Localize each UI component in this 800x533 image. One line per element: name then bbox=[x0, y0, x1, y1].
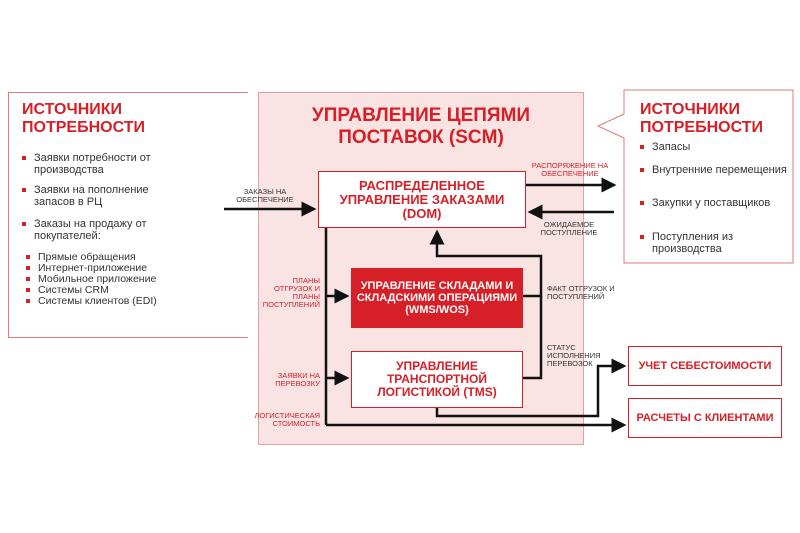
left-source-item: Заявки на пополнение запасов в РЦ bbox=[22, 184, 172, 208]
label-plans-shipments: ПЛАНЫ ОТГРУЗОК И ПЛАНЫ ПОСТУПЛЕНИЙ bbox=[262, 276, 320, 309]
wms-label: УПРАВЛЕНИЕ СКЛАДАМИ И СКЛАДСКИМИ ОПЕРАЦИ… bbox=[356, 280, 518, 316]
bullet-icon bbox=[640, 201, 644, 205]
arrow-to-cost bbox=[435, 358, 627, 418]
bullet-icon bbox=[640, 168, 644, 172]
bullet-icon bbox=[26, 288, 30, 292]
bullet-icon bbox=[22, 156, 26, 160]
label-dispatch-supply: РАСПОРЯЖЕНИЕ НА ОБЕСПЕЧЕНИЕ bbox=[531, 161, 609, 178]
tms-box: УПРАВЛЕНИЕ ТРАНСПОРТНОЙ ЛОГИСТИКОЙ (TMS) bbox=[351, 351, 523, 408]
left-source-subitem: Интернет-приложение bbox=[26, 263, 176, 274]
bullet-icon bbox=[22, 188, 26, 192]
right-source-item: Запасы bbox=[640, 141, 790, 153]
arrow-fact-shipments bbox=[429, 229, 543, 298]
left-sources-title: ИСТОЧНИКИ ПОТРЕБНОСТИ bbox=[22, 101, 145, 136]
bullet-icon bbox=[640, 145, 644, 149]
left-source-subitem: Прямые обращения bbox=[26, 252, 176, 263]
bullet-icon bbox=[640, 235, 644, 239]
cost-accounting-label: УЧЕТ СЕБЕСТОИМОСТИ bbox=[638, 360, 772, 372]
left-source-subitem: Системы CRM bbox=[26, 285, 176, 296]
wms-box: УПРАВЛЕНИЕ СКЛАДАМИ И СКЛАДСКИМИ ОПЕРАЦИ… bbox=[351, 268, 523, 328]
label-fact-shipments: ФАКТ ОТГРУЗОК И ПОСТУПЛЕНИЙ bbox=[547, 284, 615, 301]
left-source-subitem: Системы клиентов (EDI) bbox=[26, 296, 176, 307]
dom-box: РАСПРЕДЕЛЕННОЕ УПРАВЛЕНИЕ ЗАКАЗАМИ (DOM) bbox=[318, 171, 526, 228]
right-source-item: Закупки у поставщиков bbox=[640, 197, 790, 209]
left-source-item: Заказы на продажу от покупателей: bbox=[22, 218, 172, 242]
tms-label: УПРАВЛЕНИЕ ТРАНСПОРТНОЙ ЛОГИСТИКОЙ (TMS) bbox=[377, 359, 497, 399]
bullet-icon bbox=[26, 299, 30, 303]
label-logistic-cost: ЛОГИСТИЧЕСКАЯ СТОИМОСТЬ bbox=[254, 411, 320, 428]
client-settlements-box: РАСЧЕТЫ С КЛИЕНТАМИ bbox=[628, 398, 782, 438]
cost-accounting-box: УЧЕТ СЕБЕСТОИМОСТИ bbox=[628, 346, 782, 386]
bullet-icon bbox=[26, 277, 30, 281]
left-source-item: Заявки потребности от производства bbox=[22, 152, 172, 176]
tms-feedback-line bbox=[523, 296, 543, 380]
client-settlements-label: РАСЧЕТЫ С КЛИЕНТАМИ bbox=[636, 412, 774, 424]
right-source-item: Поступления из производства bbox=[640, 231, 790, 255]
bullet-icon bbox=[26, 266, 30, 270]
right-sources-title: ИСТОЧНИКИ ПОТРЕБНОСТИ bbox=[640, 101, 763, 136]
scm-title: УПРАВЛЕНИЕ ЦЕПЯМИ ПОСТАВОК (SCM) bbox=[311, 105, 531, 148]
bullet-icon bbox=[22, 222, 26, 226]
label-expected-receipt: ОЖИДАЕМОЕ ПОСТУПЛЕНИЕ bbox=[540, 220, 598, 237]
label-orders-supply: ЗАКАЗЫ НА ОБЕСПЕЧЕНИЕ bbox=[236, 187, 294, 204]
bullet-icon bbox=[26, 255, 30, 259]
right-sources-panel bbox=[596, 89, 794, 264]
left-sources-panel bbox=[8, 92, 248, 338]
label-transport-status: СТАТУС ИСПОЛНЕНИЯ ПЕРЕВОЗОК bbox=[547, 343, 601, 368]
dom-label: РАСПРЕДЕЛЕННОЕ УПРАВЛЕНИЕ ЗАКАЗАМИ (DOM) bbox=[339, 177, 505, 221]
left-source-subitem: Мобильное приложение bbox=[26, 274, 176, 285]
label-transport-request: ЗАЯВКИ НА ПЕРЕВОЗКУ bbox=[275, 371, 320, 388]
right-source-item: Внутренние перемещения bbox=[640, 164, 790, 176]
